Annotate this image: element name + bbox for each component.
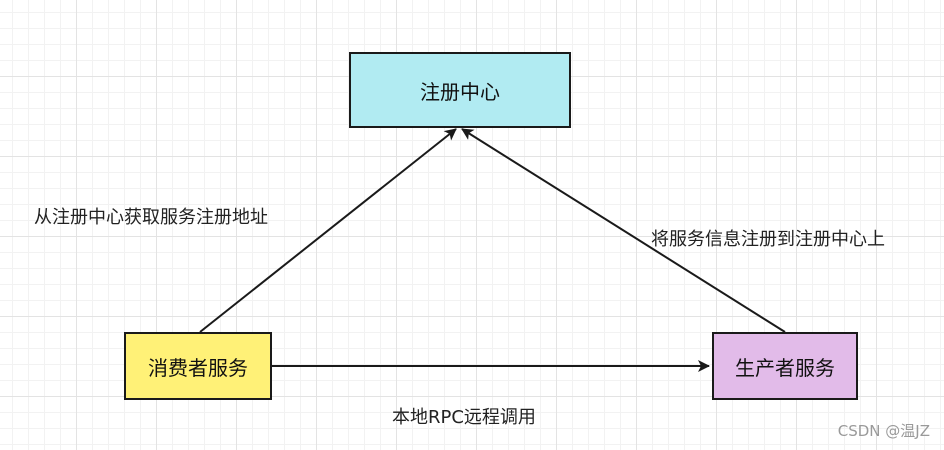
rpc-edge-label: 本地RPC远程调用 [392, 407, 536, 428]
watermark: CSDN @温JZ [837, 422, 930, 440]
consumer-fetch-edge-label: 从注册中心获取服务注册地址 [34, 207, 268, 228]
consumer-service-node[interactable]: 消费者服务 [124, 332, 272, 400]
provider-service-node-label: 生产者服务 [735, 355, 835, 380]
provider-register-edge-label: 将服务信息注册到注册中心上 [651, 229, 885, 250]
consumer-service-node-label: 消费者服务 [148, 355, 248, 380]
arrow-provider-to-registry [461, 128, 786, 333]
registry-node-label: 注册中心 [420, 79, 500, 104]
arrow-consumer-to-registry [199, 128, 457, 333]
provider-service-node[interactable]: 生产者服务 [712, 332, 858, 400]
registry-node[interactable]: 注册中心 [349, 52, 571, 128]
